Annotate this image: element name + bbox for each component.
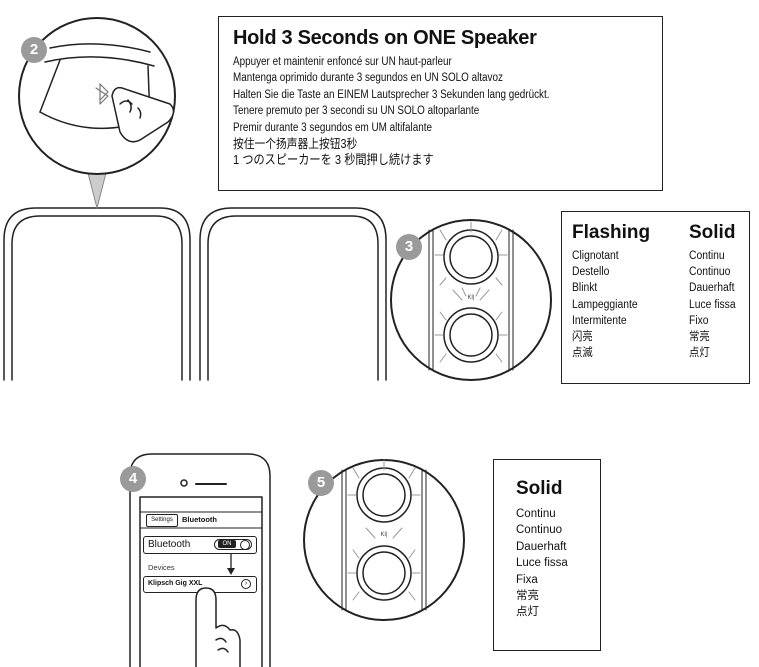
bluetooth-label: Bluetooth <box>148 539 191 550</box>
flashing-header: Flashing <box>572 222 651 243</box>
list-item: Destello <box>572 266 610 279</box>
list-item: 点灯 <box>689 347 710 360</box>
hold-line-zh: 按住一个扬声器上按钮3秒 <box>233 137 358 152</box>
hold-instruction-box: Hold 3 Seconds on ONE Speaker Appuyer et… <box>218 16 663 191</box>
device-name: Klipsch Gig XXL <box>148 580 203 587</box>
bluetooth-toggle[interactable]: ON <box>214 539 252 550</box>
hold-line-es: Mantenga oprimido durante 3 segundos en … <box>233 72 503 85</box>
devices-label: Devices <box>148 563 175 572</box>
device-row[interactable]: Klipsch Gig XXL › <box>143 576 257 593</box>
phone-device <box>129 453 271 667</box>
toggle-knob <box>240 540 250 550</box>
list-item: Luce fissa <box>516 557 568 570</box>
status-table-box: Flashing Solid Clignotant Destello Blink… <box>561 211 750 384</box>
zoom-circle-led-solid: Kl| <box>303 459 465 621</box>
list-item: Fixa <box>516 573 538 586</box>
bluetooth-row[interactable]: Bluetooth ON <box>143 536 257 554</box>
list-item: Blinkt <box>572 282 598 295</box>
phone-back-button[interactable]: Settings <box>146 514 178 527</box>
svg-text:Kl|: Kl| <box>381 532 388 538</box>
zoom-circle-press <box>18 17 176 175</box>
hold-translations: Appuyer et maintenir enfoncé sur UN haut… <box>233 54 549 169</box>
flashing-list: Clignotant Destello Blinkt Lampeggiante … <box>572 248 638 361</box>
list-item: Dauerhaft <box>689 282 735 295</box>
list-item: Intermitente <box>572 314 627 327</box>
step-badge-4: 4 <box>120 466 146 492</box>
list-item: 常亮 <box>516 590 539 603</box>
list-item: Continuo <box>689 266 731 279</box>
list-item: Clignotant <box>572 250 619 262</box>
solid-list: Continu Continuo Dauerhaft Luce fissa Fi… <box>689 248 736 361</box>
list-item: 常亮 <box>689 331 710 344</box>
chevron-right-icon[interactable]: › <box>241 579 251 589</box>
list-item: 点灯 <box>516 606 539 619</box>
step-badge-5: 5 <box>308 470 334 496</box>
hold-line-de: Halten Sie die Taste an EINEM Lautsprech… <box>233 88 550 101</box>
step-badge-2: 2 <box>21 37 47 63</box>
step-badge-3: 3 <box>396 234 422 260</box>
hold-line-ja: 1 つのスピーカーを 3 秒間押し続けます <box>233 152 434 168</box>
list-item: Fixo <box>689 314 709 327</box>
speaker-left <box>3 207 191 381</box>
solid-title: Solid <box>516 478 563 499</box>
hold-line-it: Tenere premuto per 3 secondi su UN SOLO … <box>233 105 480 118</box>
toggle-on-label: ON <box>218 540 236 548</box>
list-item: Continu <box>516 508 556 520</box>
zoom-circle-led-flashing: Kl| <box>390 219 552 381</box>
list-item: 点滅 <box>572 347 593 360</box>
svg-text:Kl|: Kl| <box>468 295 475 301</box>
hold-title: Hold 3 Seconds on ONE Speaker <box>233 27 537 49</box>
solid-status-box: Solid Continu Continuo Dauerhaft Luce fi… <box>493 459 601 651</box>
hold-line-pt: Premir durante 3 segundos em UM altifala… <box>233 121 433 134</box>
list-item: Dauerhaft <box>516 540 567 553</box>
list-item: Lampeggiante <box>572 298 638 311</box>
phone-screen-title: Bluetooth <box>182 515 217 524</box>
solid-header: Solid <box>689 222 736 243</box>
speaker-right <box>199 207 387 381</box>
solid-items: Continu Continuo Dauerhaft Luce fissa Fi… <box>516 506 568 621</box>
hold-line-fr: Appuyer et maintenir enfoncé sur UN haut… <box>233 56 452 68</box>
list-item: 闪亮 <box>572 331 593 344</box>
list-item: Continu <box>689 250 725 262</box>
list-item: Luce fissa <box>689 298 736 311</box>
list-item: Continuo <box>516 524 563 537</box>
